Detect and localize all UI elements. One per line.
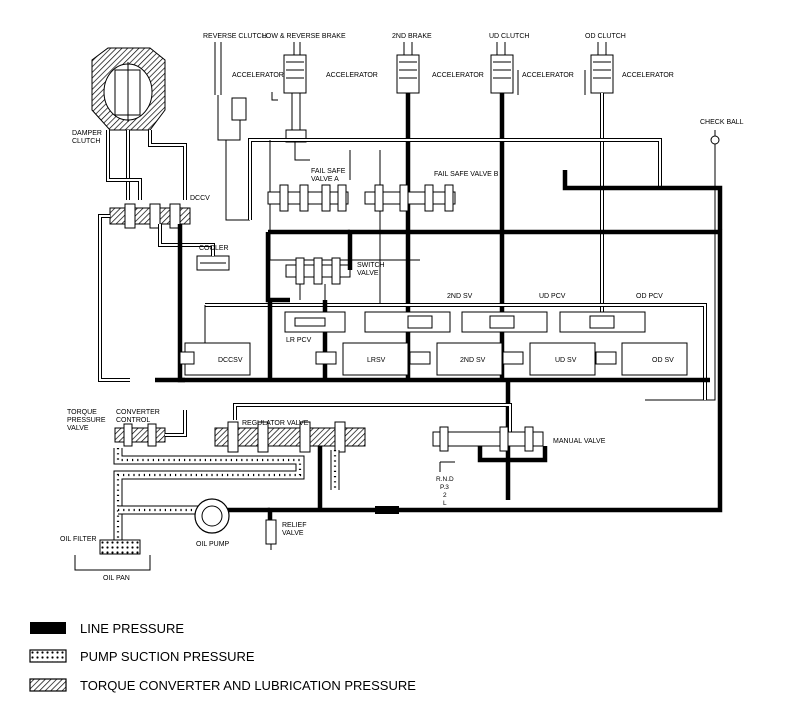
pump-suction-circuit [113, 448, 340, 540]
ud-sv-body [529, 342, 596, 376]
converter-control-label-1: CONVERTER [116, 409, 160, 416]
legend-pump-suction: PUMP SUCTION PRESSURE [29, 649, 255, 664]
reverse-clutch [214, 42, 250, 221]
oil-pump [194, 498, 230, 534]
fail-safe-b-label: FAIL SAFE VALVE B [434, 171, 499, 178]
od-clutch-label: OD CLUTCH [585, 33, 626, 40]
lrsv-label: LRSV [367, 357, 386, 364]
od-sv-body [621, 342, 688, 376]
legend-label-line: LINE PRESSURE [80, 621, 184, 636]
ud-clutch [490, 42, 519, 318]
oil-filter-label: OIL FILTER [60, 536, 97, 543]
pump-suction-swatch [29, 649, 67, 663]
solenoid-valves [179, 342, 688, 376]
second-brake [396, 42, 420, 318]
ud-pcv-label: UD PCV [539, 293, 566, 300]
switch-valve-label-2: VALVE [357, 270, 379, 277]
od-pcv-label: OD PCV [636, 293, 663, 300]
manual-valve-label: MANUAL VALVE [553, 438, 606, 445]
line-pressure-swatch [30, 622, 66, 634]
legend: LINE PRESSURE PUMP SUCTION PRESSURE TORQ… [29, 621, 416, 693]
accelerator-label-2: ACCELERATOR [326, 72, 378, 79]
ud-clutch-label: UD CLUTCH [489, 33, 529, 40]
oil-filter [99, 539, 141, 555]
accelerator-label-5: ACCELERATOR [622, 72, 674, 79]
damper-clutch-label-1: DAMPER [72, 130, 102, 137]
legend-line-pressure: LINE PRESSURE [30, 621, 184, 636]
regulator-valve-label: REGULATOR VALVE [242, 420, 309, 427]
dccsv-label: DCCSV [218, 357, 243, 364]
clutch-brake-section [214, 42, 614, 318]
cooler-label: COOLER [199, 245, 229, 252]
regulator-valve [214, 403, 512, 453]
torque-pressure-valve-label-2: PRESSURE [67, 417, 106, 424]
fail-safe-valve-a [267, 184, 349, 212]
accelerator-label-1: ACCELERATOR [232, 72, 284, 79]
fail-safe-valve-b [364, 184, 456, 212]
torque-pressure-valve [114, 410, 187, 447]
converter-control-label-2: CONTROL [116, 417, 150, 424]
manual-valve [432, 426, 548, 472]
torque-converter [91, 47, 187, 200]
second-sv-body [436, 342, 503, 376]
lrsv-body [342, 342, 409, 376]
damper-clutch-label-2: CLUTCH [72, 138, 100, 145]
cooler [158, 224, 230, 271]
legend-converter-lubrication: TORQUE CONVERTER AND LUBRICATION PRESSUR… [29, 678, 416, 693]
second-sv-label: 2ND SV [460, 357, 486, 364]
range-2-label: 2 [443, 492, 447, 499]
switch-valve-label-1: SWITCH [357, 262, 385, 269]
od-clutch [584, 42, 614, 318]
legend-label-suction: PUMP SUCTION PRESSURE [80, 649, 255, 664]
ud-sv-label: UD SV [555, 357, 577, 364]
relief-valve-label-1: RELIEF [282, 522, 307, 529]
oil-pan [74, 555, 151, 571]
oil-pump-label: OIL PUMP [196, 541, 230, 548]
low-reverse-brake-label: LOW & REVERSE BRAKE [262, 33, 346, 40]
range-rnd-label: R.N.D [436, 476, 454, 483]
accelerator-label-3: ACCELERATOR [432, 72, 484, 79]
switch-valve [285, 257, 351, 300]
second-brake-label: 2ND BRAKE [392, 33, 432, 40]
dccv-label: DCCV [190, 195, 210, 202]
oil-pan-label: OIL PAN [103, 575, 130, 582]
reverse-clutch-label: REVERSE CLUTCH [203, 33, 267, 40]
od-sv-label: OD SV [652, 357, 674, 364]
dccv-valve [98, 203, 191, 382]
accelerator-label-4: ACCELERATOR [522, 72, 574, 79]
check-ball-label: CHECK BALL [700, 119, 744, 126]
torque-pressure-valve-label-1: TORQUE [67, 409, 97, 416]
low-reverse-brake [271, 42, 307, 143]
fail-safe-a-label-1: FAIL SAFE [311, 168, 346, 175]
pressure-control-valves [284, 311, 646, 333]
range-p3-label: P.3 [440, 484, 449, 491]
relief-valve-label-2: VALVE [282, 530, 304, 537]
second-sv-top-label: 2ND SV [447, 293, 473, 300]
torque-pressure-valve-label-3: VALVE [67, 425, 89, 432]
legend-label-converter: TORQUE CONVERTER AND LUBRICATION PRESSUR… [80, 678, 416, 693]
lr-pcv-label: LR PCV [286, 337, 312, 344]
range-l-label: L [443, 500, 447, 507]
relief-valve [265, 519, 277, 550]
fail-safe-a-label-2: VALVE A [311, 176, 339, 183]
converter-lubrication-swatch [29, 678, 67, 692]
diagram-labels: REVERSE CLUTCH LOW & REVERSE BRAKE 2ND B… [60, 33, 744, 582]
dccsv-body [184, 342, 251, 376]
